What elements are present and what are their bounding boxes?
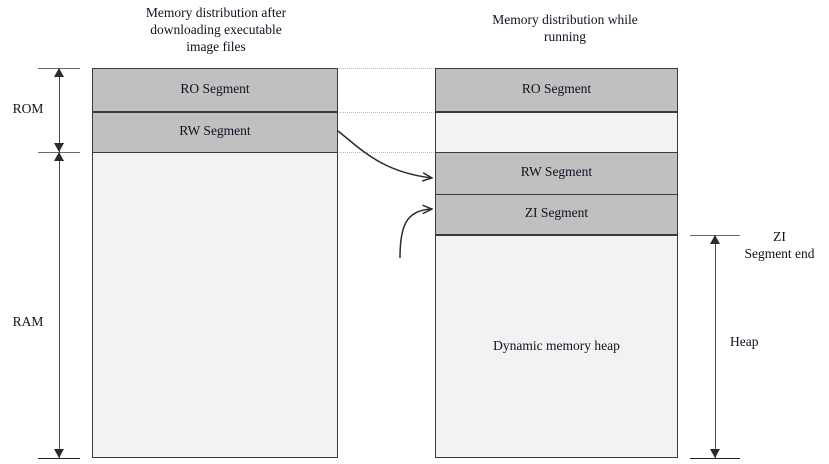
right-gap-area xyxy=(435,112,678,153)
rom-dimension-arrow-top xyxy=(54,68,64,77)
left-rw-segment: RW Segment xyxy=(92,112,338,153)
ram-dimension-line xyxy=(59,152,60,458)
left-ro-segment: RO Segment xyxy=(92,68,338,112)
right-zi-segment-label: ZI Segment xyxy=(524,205,589,220)
ram-dimension-label: RAM xyxy=(12,314,44,329)
guide-line-ro-bottom xyxy=(339,112,434,113)
heap-dimension-arrow-top xyxy=(710,235,720,244)
rom-dimension-label: ROM xyxy=(12,101,44,116)
right-ro-segment: RO Segment xyxy=(435,68,678,112)
right-rw-segment-label: RW Segment xyxy=(520,164,593,179)
left-ro-segment-label: RO Segment xyxy=(180,81,250,96)
rom-dimension-line xyxy=(59,68,60,152)
right-ro-segment-label: RO Segment xyxy=(521,81,592,96)
right-panel-title: Memory distribution while running xyxy=(492,12,638,44)
heap-bottom-tick xyxy=(690,458,740,459)
right-dynamic-heap: Dynamic memory heap xyxy=(435,235,678,458)
heap-dimension-arrow-bottom xyxy=(710,449,720,458)
right-rw-segment: RW Segment xyxy=(435,152,678,195)
heap-dimension-line xyxy=(715,235,716,458)
left-free-area xyxy=(92,152,338,458)
zi-creation-arrow xyxy=(399,209,432,259)
guide-line-rw-bottom xyxy=(339,152,434,153)
right-dynamic-heap-label: Dynamic memory heap xyxy=(493,338,620,353)
guide-line-ro-top xyxy=(339,68,434,69)
ram-bottom-tick xyxy=(38,458,80,459)
left-rw-segment-label: RW Segment xyxy=(179,123,251,138)
heap-dimension-label: Heap xyxy=(730,334,759,349)
rom-dimension-arrow-bottom xyxy=(54,143,64,152)
rw-relocation-arrow xyxy=(337,130,432,178)
ram-dimension-arrow-bottom xyxy=(54,449,64,458)
ram-dimension-arrow-top xyxy=(54,152,64,161)
zi-segment-end-label: ZI Segment end xyxy=(744,229,815,261)
right-zi-segment: ZI Segment xyxy=(435,194,678,235)
left-panel-title: Memory distribution after downloading ex… xyxy=(145,5,287,54)
